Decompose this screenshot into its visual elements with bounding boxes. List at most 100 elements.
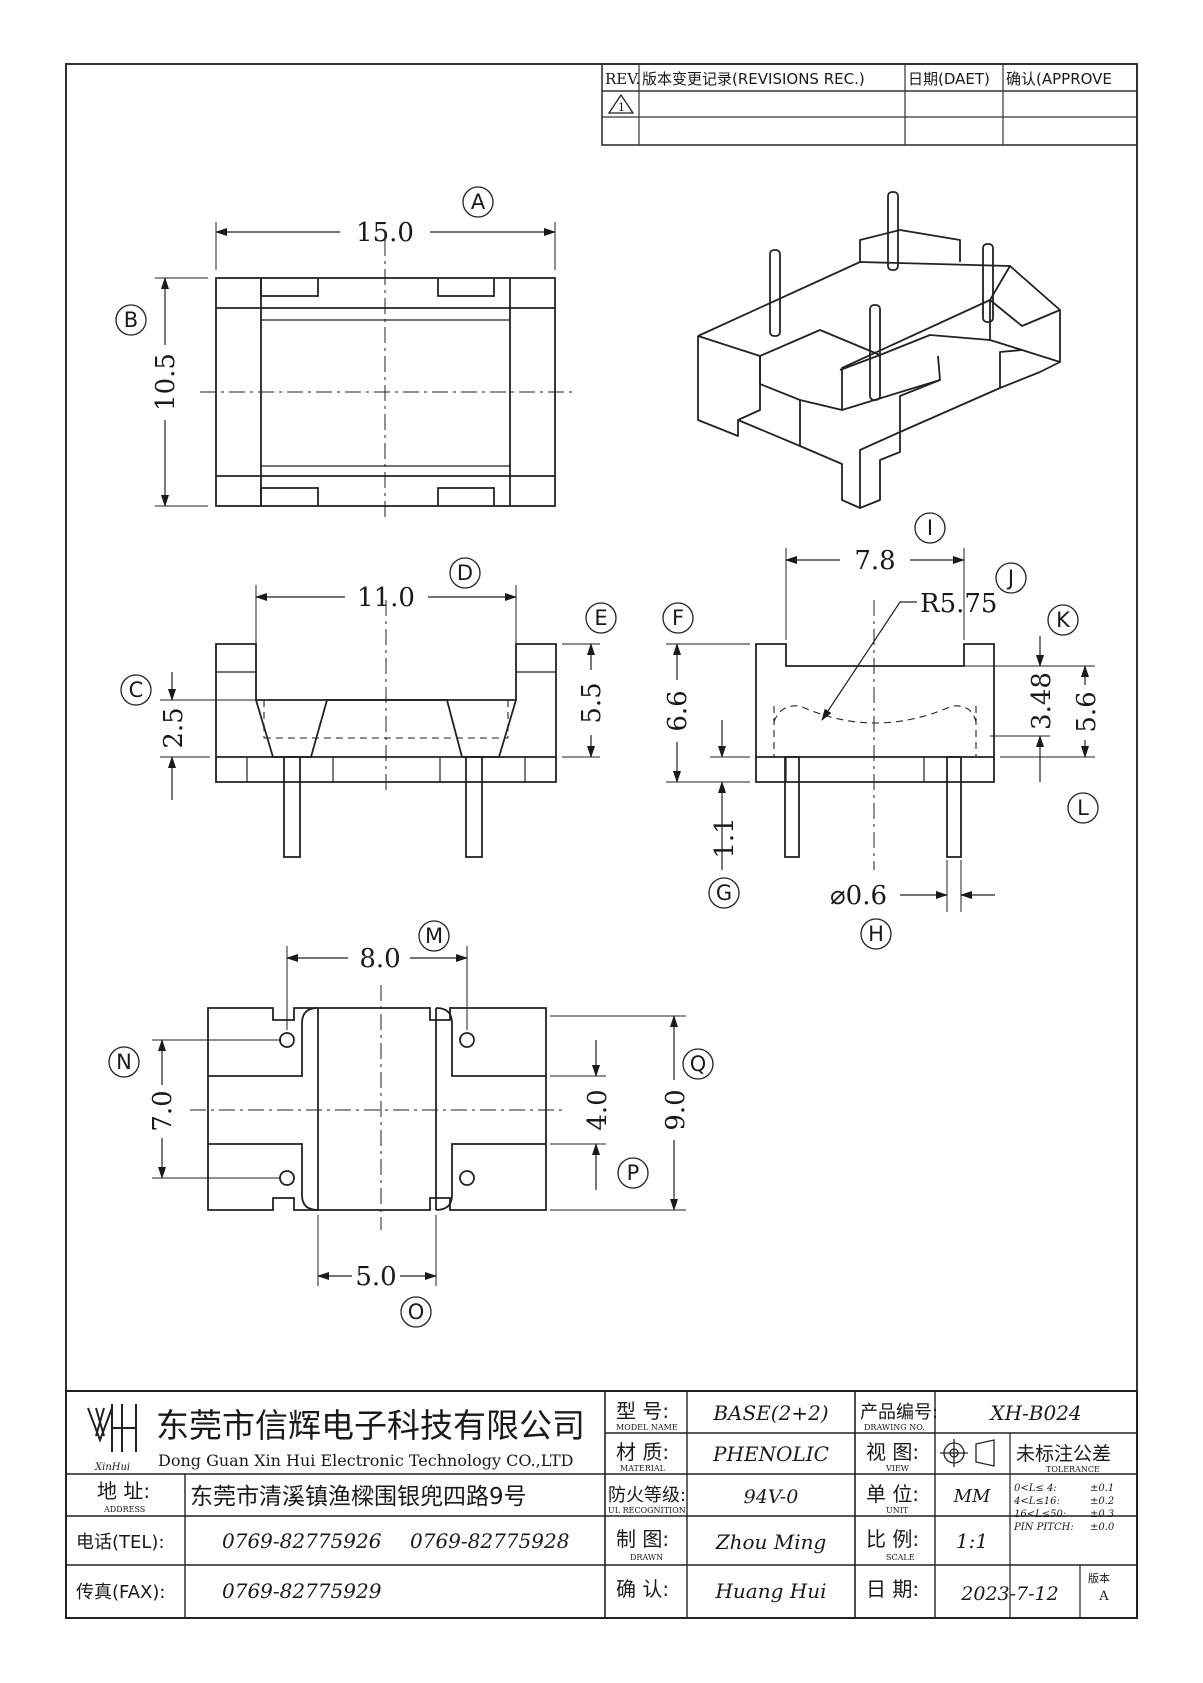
drawing-no-value: XH-B024 <box>988 1401 1081 1425</box>
dim-c-value: 2.5 <box>159 707 189 748</box>
callout-l: L <box>1067 792 1099 824</box>
callout-q: Q <box>682 1048 714 1080</box>
svg-text:K: K <box>1056 608 1071 632</box>
dim-p-value: 4.0 <box>583 1089 613 1130</box>
dimension-h: ⌀0.6 <box>830 860 995 912</box>
tolerance-range: 16<L≤50: <box>1014 1509 1066 1520</box>
dim-e-value: 5.5 <box>577 682 607 723</box>
sheet-border <box>65 63 1138 1619</box>
dim-i-value: 7.8 <box>854 546 895 576</box>
company-name-en: Dong Guan Xin Hui Electronic Technology … <box>158 1451 574 1470</box>
callout-o: O <box>400 1296 432 1328</box>
svg-text:J: J <box>1006 566 1014 590</box>
dim-f-value: 6.6 <box>663 690 693 731</box>
dim-a-value: 15.0 <box>356 218 414 248</box>
svg-text:F: F <box>672 606 684 630</box>
svg-text:G: G <box>716 881 732 905</box>
callout-k: K <box>1047 604 1079 636</box>
drawn-value: Zhou Ming <box>715 1530 827 1554</box>
dim-h-value: ⌀0.6 <box>830 881 887 911</box>
model-label-en: MODEL NAME <box>616 1423 678 1432</box>
svg-text:H: H <box>868 922 884 946</box>
address-label: 地 址: <box>97 1479 150 1503</box>
dim-d-value: 11.0 <box>357 583 415 613</box>
front-view <box>215 600 557 858</box>
dimension-k: 3.48 <box>964 636 1057 782</box>
date-header: 日期(DAET) <box>908 70 990 88</box>
company-name-cn: 东莞市信辉电子科技有限公司 <box>156 1406 585 1445</box>
logo-text: XinHui <box>94 1462 130 1473</box>
address-label-en: ADDRESS <box>103 1505 145 1514</box>
model-label: 型 号: <box>616 1399 669 1423</box>
svg-text:E: E <box>594 606 607 630</box>
callout-g: G <box>708 877 740 909</box>
unit-label-en: UNIT <box>886 1506 909 1515</box>
tolerance-range: 4<L≤16: <box>1013 1496 1060 1507</box>
tolerance-title-en: TOLERANCE <box>1046 1465 1100 1474</box>
callout-h: H <box>860 918 892 950</box>
dimension-e: 5.5 <box>562 643 607 758</box>
callout-i: I <box>914 512 946 544</box>
svg-text:N: N <box>116 1050 132 1074</box>
scale-value: 1:1 <box>956 1529 988 1553</box>
material-value: PHENOLIC <box>712 1442 829 1466</box>
fire-label-en: UL RECOGNITION <box>608 1506 686 1515</box>
view-label-en: VIEW <box>885 1464 910 1473</box>
date-value: 2023-7-12 <box>960 1583 1058 1605</box>
tolerance-value: ±0.0 <box>1090 1522 1115 1533</box>
callout-d: D <box>449 557 481 589</box>
projection-symbol-icon <box>940 1439 995 1467</box>
tolerance-value: ±0.3 <box>1090 1509 1114 1520</box>
dim-q-value: 9.0 <box>661 1089 691 1130</box>
approved-value: Huang Hui <box>714 1579 826 1603</box>
dimension-l: 5.6 <box>1000 665 1102 758</box>
model-value: BASE(2+2) <box>712 1401 828 1425</box>
dimension-m: 8.0 <box>286 944 468 1030</box>
tolerance-value: ±0.1 <box>1090 1483 1114 1494</box>
dim-n-value: 7.0 <box>148 1090 178 1131</box>
approve-header: 确认(APPROVE <box>1006 70 1112 88</box>
dim-k-value: 3.48 <box>1027 672 1057 730</box>
dimension-o: 5.0 <box>317 1215 437 1292</box>
svg-text:A: A <box>471 190 486 214</box>
tel-label: 电话(TEL): <box>76 1532 165 1553</box>
isometric-view <box>697 191 1061 509</box>
dim-g-value: 1.1 <box>710 817 740 858</box>
callout-n: N <box>108 1046 140 1078</box>
drawing-no-label: 产品编号: <box>860 1402 938 1423</box>
bottom-view <box>190 985 565 1230</box>
svg-text:B: B <box>124 308 138 332</box>
scale-label-en: SCALE <box>886 1553 915 1562</box>
dimension-i: 7.8 <box>785 546 965 640</box>
rev-header: REV. <box>605 70 640 88</box>
dimension-a: 15.0 <box>215 218 556 270</box>
svg-text:I: I <box>927 516 933 540</box>
tolerance-table: 0<L≤ 4: ±0.1 4<L≤16: ±0.2 16<L≤50: ±0.3 … <box>1013 1483 1115 1533</box>
drawn-label: 制 图: <box>616 1527 669 1551</box>
tel-value-2: 0769-82775928 <box>410 1529 569 1553</box>
revision-triangle-icon: 1 <box>607 93 635 114</box>
fire-value: 94V-0 <box>744 1486 799 1508</box>
dim-m-value: 8.0 <box>359 944 400 974</box>
callout-a: A <box>462 186 494 218</box>
dim-o-value: 5.0 <box>355 1262 396 1292</box>
tolerance-range: PIN PITCH: <box>1013 1522 1074 1533</box>
fire-label: 防火等级: <box>608 1485 686 1506</box>
dim-j-value: R5.75 <box>920 589 997 619</box>
dimension-p: 4.0 <box>550 1040 613 1190</box>
callout-e: E <box>585 602 617 634</box>
top-view <box>200 240 575 520</box>
callout-j: J <box>995 562 1027 594</box>
view-label: 视 图: <box>866 1440 919 1464</box>
unit-value: MM <box>953 1486 991 1507</box>
svg-text:Q: Q <box>690 1052 707 1076</box>
svg-text:O: O <box>408 1300 425 1324</box>
svg-text:P: P <box>627 1161 640 1185</box>
svg-text:L: L <box>1077 796 1089 820</box>
svg-text:C: C <box>129 678 144 702</box>
fax-label: 传真(FAX): <box>76 1582 165 1603</box>
dimension-q: 9.0 <box>550 1015 691 1211</box>
dimension-b: 10.5 <box>151 277 208 507</box>
dimension-c: 2.5 <box>159 672 256 800</box>
